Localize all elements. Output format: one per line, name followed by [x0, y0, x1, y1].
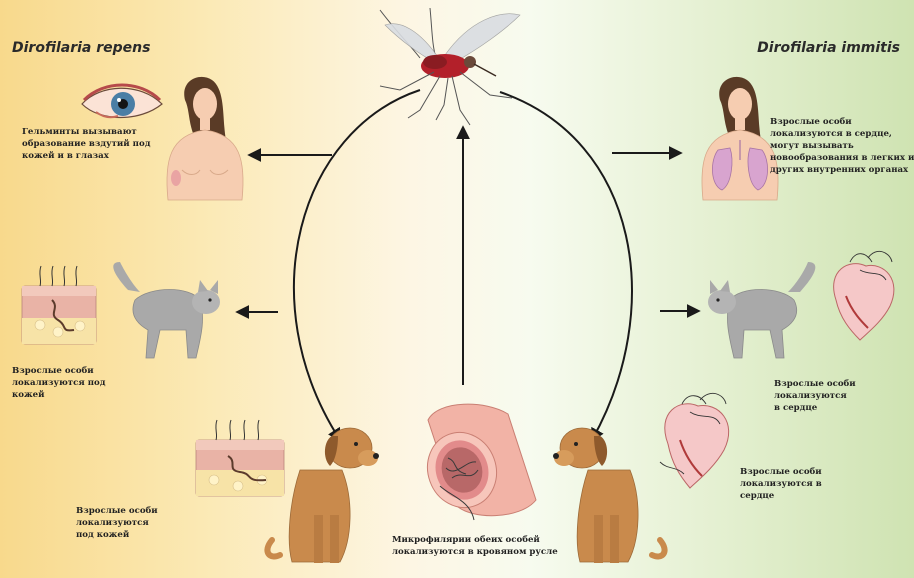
caption-line: локализуются в сердце, — [770, 128, 914, 140]
title-left: Dirofilaria repens — [12, 40, 150, 56]
cycle-arrows — [238, 90, 698, 440]
caption-dog-right: Взрослые особи локализуются в сердце — [740, 466, 822, 502]
caption-cat-left: Взрослые особи локализуются под кожей — [12, 365, 105, 401]
caption-center: Микрофилярии обеих особей локализуются в… — [392, 534, 558, 558]
human-figure-icon — [167, 77, 243, 200]
eye-icon — [82, 85, 162, 118]
caption-line: локализуются под — [12, 377, 105, 389]
caption-line: могут вызывать — [770, 140, 914, 152]
caption-line: локализуются — [774, 390, 856, 402]
cat-icon — [708, 262, 815, 358]
caption-line: Микрофилярии обеих особей — [392, 534, 558, 546]
caption-dog-left: Взрослые особи локализуются под кожей — [76, 505, 158, 541]
caption-line: кожей — [12, 389, 105, 401]
title-right: Dirofilaria immitis — [757, 40, 900, 56]
caption-line: локализуются в — [740, 478, 822, 490]
caption-line: под кожей — [76, 529, 158, 541]
dog-icon — [553, 428, 665, 563]
caption-line: в сердце — [774, 402, 856, 414]
human-figure-icon — [702, 77, 778, 200]
blood-vessel-icon — [417, 404, 536, 520]
caption-line: новообразования в легких и — [770, 152, 914, 164]
caption-human-right: Взрослые особи локализуются в сердце, мо… — [770, 116, 914, 176]
caption-line: Гельминты вызывают — [22, 126, 150, 138]
cat-icon — [113, 262, 220, 358]
caption-line: локализуются в кровяном русле — [392, 546, 558, 558]
caption-line: Взрослые особи — [740, 466, 822, 478]
caption-line: кожей и в глазах — [22, 150, 150, 162]
caption-line: образование вздутий под — [22, 138, 150, 150]
caption-line: Взрослые особи — [774, 378, 856, 390]
caption-line: Взрослые особи — [76, 505, 158, 517]
caption-human-left: Гельминты вызывают образование вздутий п… — [22, 126, 150, 162]
caption-line: Взрослые особи — [12, 365, 105, 377]
arrow-mosquito-to-dog-right — [500, 92, 632, 440]
skin-section-icon — [196, 420, 284, 496]
caption-line: сердце — [740, 490, 822, 502]
skin-section-icon — [22, 266, 96, 344]
caption-line: локализуются — [76, 517, 158, 529]
arrow-mosquito-to-dog-left — [294, 90, 420, 440]
heart-icon — [834, 251, 894, 340]
caption-cat-right: Взрослые особи локализуются в сердце — [774, 378, 856, 414]
mosquito-icon — [380, 8, 520, 125]
caption-line: Взрослые особи — [770, 116, 914, 128]
caption-line: других внутренних органах — [770, 164, 914, 176]
heart-icon — [660, 393, 729, 488]
